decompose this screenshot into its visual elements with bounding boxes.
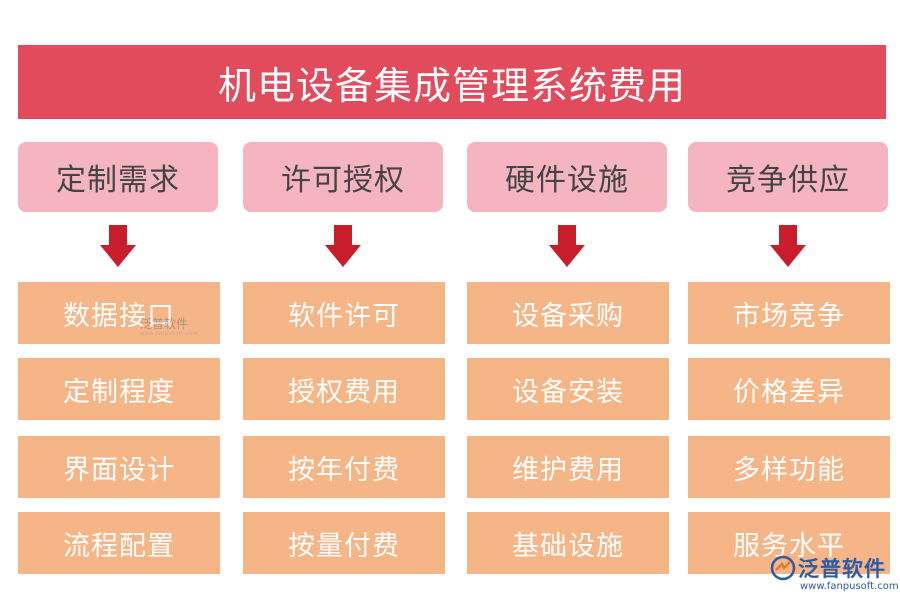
watermark-small: 泛普软件 www.fanpusoft.com [140,317,198,337]
list-item: 价格差异 [688,358,890,420]
down-arrow-icon [770,225,806,267]
list-item: 多样功能 [688,436,890,498]
column-header: 硬件设施 [467,142,667,212]
list-item: 按年付费 [243,436,445,498]
page-title: 机电设备集成管理系统费用 [217,63,686,108]
list-item: 定制程度 [18,358,220,420]
list-item: 界面设计 [18,436,220,498]
logo-icon [770,555,796,581]
column-header: 许可授权 [243,142,443,212]
list-item: 设备采购 [467,282,669,344]
list-item: 流程配置 [18,512,220,574]
watermark-logo: 泛普软件 www.fanpusoft.com [770,553,899,597]
down-arrow-icon [100,225,136,267]
list-item: 设备安装 [467,358,669,420]
list-item: 数据接口 [18,282,220,344]
column-header: 竞争供应 [688,142,888,212]
list-item: 基础设施 [467,512,669,574]
down-arrow-icon [325,225,361,267]
list-item: 维护费用 [467,436,669,498]
down-arrow-icon [549,225,585,267]
list-item: 按量付费 [243,512,445,574]
list-item: 授权费用 [243,358,445,420]
list-item: 软件许可 [243,282,445,344]
title-banner: 机电设备集成管理系统费用 [18,45,886,119]
column-header: 定制需求 [18,142,218,212]
list-item: 市场竞争 [688,282,890,344]
